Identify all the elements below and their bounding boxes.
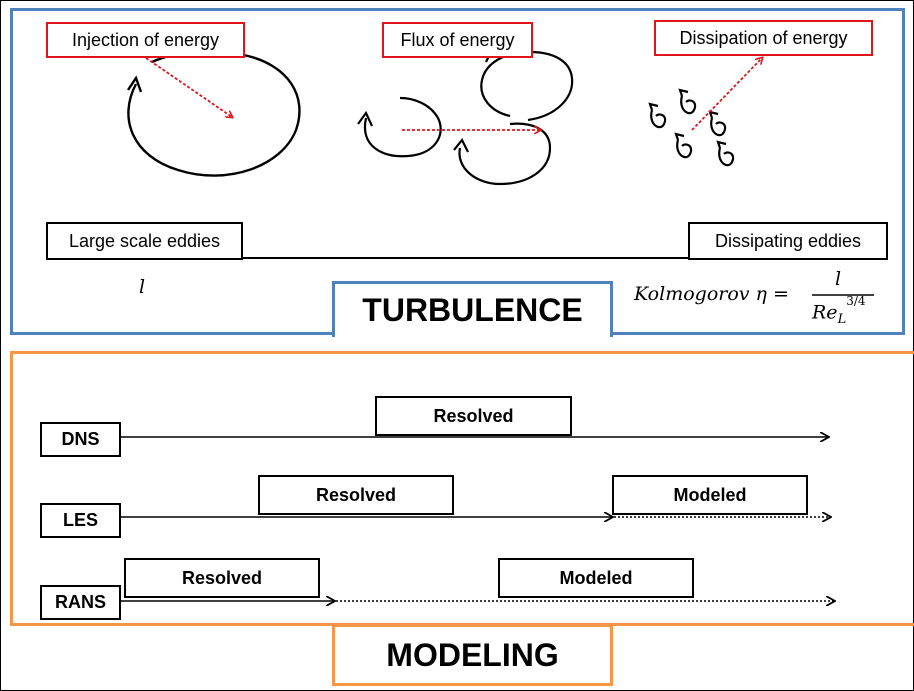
dissipation-arrow — [691, 58, 762, 131]
injection-label: Injection of energy — [46, 22, 245, 58]
les-resolved-box: Resolved — [258, 475, 454, 515]
dns-label: DNS — [40, 422, 121, 457]
les-modeled-box: Modeled — [612, 475, 808, 515]
les-label: LES — [40, 503, 121, 538]
rans-label: RANS — [40, 585, 121, 620]
small-eddies — [648, 88, 735, 167]
flux-eddy-bottom — [458, 122, 552, 186]
flux-eddy-bottom-arrowhead — [453, 137, 469, 153]
flux-eddy-left — [363, 96, 442, 158]
modeling-title: MODELING — [332, 624, 613, 686]
reynolds-symbol: Re — [812, 301, 838, 324]
flux-eddy-top — [480, 50, 574, 122]
rans-resolved-box: Resolved — [124, 558, 320, 598]
injection-arrow — [145, 57, 232, 117]
large-eddy — [127, 50, 301, 177]
rans-modeled-box: Modeled — [498, 558, 694, 598]
kolmogorov-lhs: Kolmogorov η = — [634, 283, 789, 305]
turbulence-title: TURBULENCE — [332, 281, 613, 337]
kolmogorov-numerator: l — [835, 268, 842, 290]
kolmogorov-denominator: ReL 3/4 — [812, 294, 866, 328]
dissipating-eddies-label: Dissipating eddies — [688, 222, 888, 260]
reynolds-subscript: L — [837, 312, 847, 328]
flux-label: Flux of energy — [382, 22, 533, 58]
large-eddy-arrowhead — [127, 75, 143, 93]
flux-eddy-left-arrowhead — [357, 110, 373, 127]
dns-resolved-box: Resolved — [375, 396, 572, 436]
dissipation-label: Dissipation of energy — [654, 20, 873, 56]
integral-scale-symbol: l — [139, 276, 146, 298]
large-scale-eddies-label: Large scale eddies — [46, 222, 243, 260]
reynolds-exponent: 3/4 — [846, 294, 866, 308]
